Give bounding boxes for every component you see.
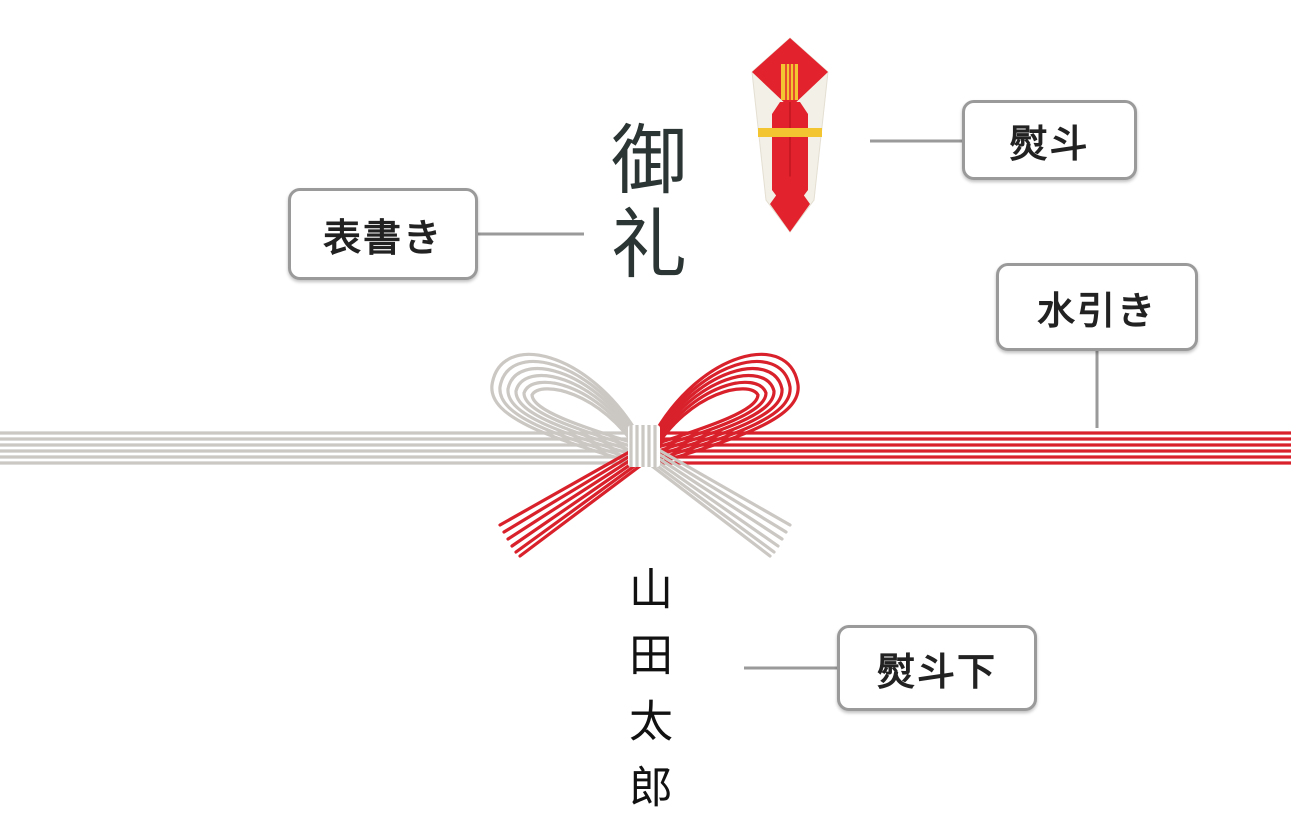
mizuhiki-bow-icon bbox=[0, 352, 1291, 558]
noshi-ornament-icon bbox=[751, 37, 829, 233]
mizuhiki-knot bbox=[628, 425, 660, 467]
connector-lines bbox=[478, 139, 1099, 670]
label-noshishita: 熨斗下 bbox=[837, 625, 1037, 711]
omotegaki-text: 御礼 bbox=[598, 120, 687, 288]
noshishita-name: 山田太郎 bbox=[621, 566, 672, 830]
label-omotegaki: 表書き bbox=[288, 188, 478, 280]
label-mizuhiki: 水引き bbox=[996, 263, 1198, 351]
label-noshi: 熨斗 bbox=[962, 100, 1137, 180]
